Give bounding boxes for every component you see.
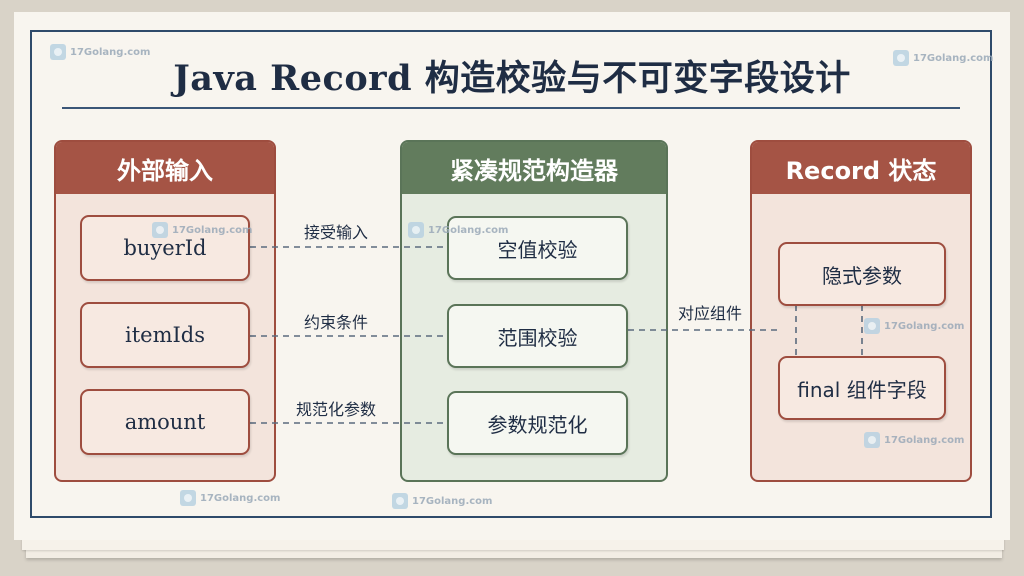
external-input-header: 外部输入 [56, 142, 274, 194]
check-null: 空值校验 [447, 216, 628, 280]
watermark-logo: 17Golang.com [180, 490, 280, 506]
state-implicit-params: 隐式参数 [778, 242, 946, 306]
check-range: 范围校验 [447, 304, 628, 368]
input-item-amount: amount [80, 389, 250, 455]
watermark-icon [180, 490, 196, 506]
title-divider [62, 107, 960, 109]
watermark-icon [152, 222, 168, 238]
watermark-icon [408, 222, 424, 238]
watermark-logo: 17Golang.com [893, 50, 993, 66]
state-final-fields: final 组件字段 [778, 356, 946, 420]
label-corresponding-component: 对应组件 [678, 304, 743, 323]
watermark-logo: 17Golang.com [408, 222, 508, 238]
watermark-icon [893, 50, 909, 66]
watermark-logo: 17Golang.com [392, 493, 492, 509]
watermark-icon [50, 44, 66, 60]
record-state-panel: Record 状态 [750, 140, 972, 482]
watermark-icon [864, 432, 880, 448]
record-state-header: Record 状态 [752, 142, 970, 194]
watermark-logo: 17Golang.com [864, 432, 964, 448]
diagram-title: Java Record 构造校验与不可变字段设计 [173, 58, 851, 99]
label-constraints: 约束条件 [304, 313, 369, 332]
normalize-params: 参数规范化 [447, 391, 628, 455]
watermark-icon [864, 318, 880, 334]
watermark-logo: 17Golang.com [864, 318, 964, 334]
compact-constructor-header: 紧凑规范构造器 [402, 142, 666, 194]
label-normalize-params: 规范化参数 [296, 400, 377, 419]
watermark-icon [392, 493, 408, 509]
input-item-itemids: itemIds [80, 302, 250, 368]
watermark-logo: 17Golang.com [50, 44, 150, 60]
label-accept-input: 接受输入 [304, 223, 369, 242]
diagram-frame [30, 30, 992, 518]
watermark-logo: 17Golang.com [152, 222, 252, 238]
